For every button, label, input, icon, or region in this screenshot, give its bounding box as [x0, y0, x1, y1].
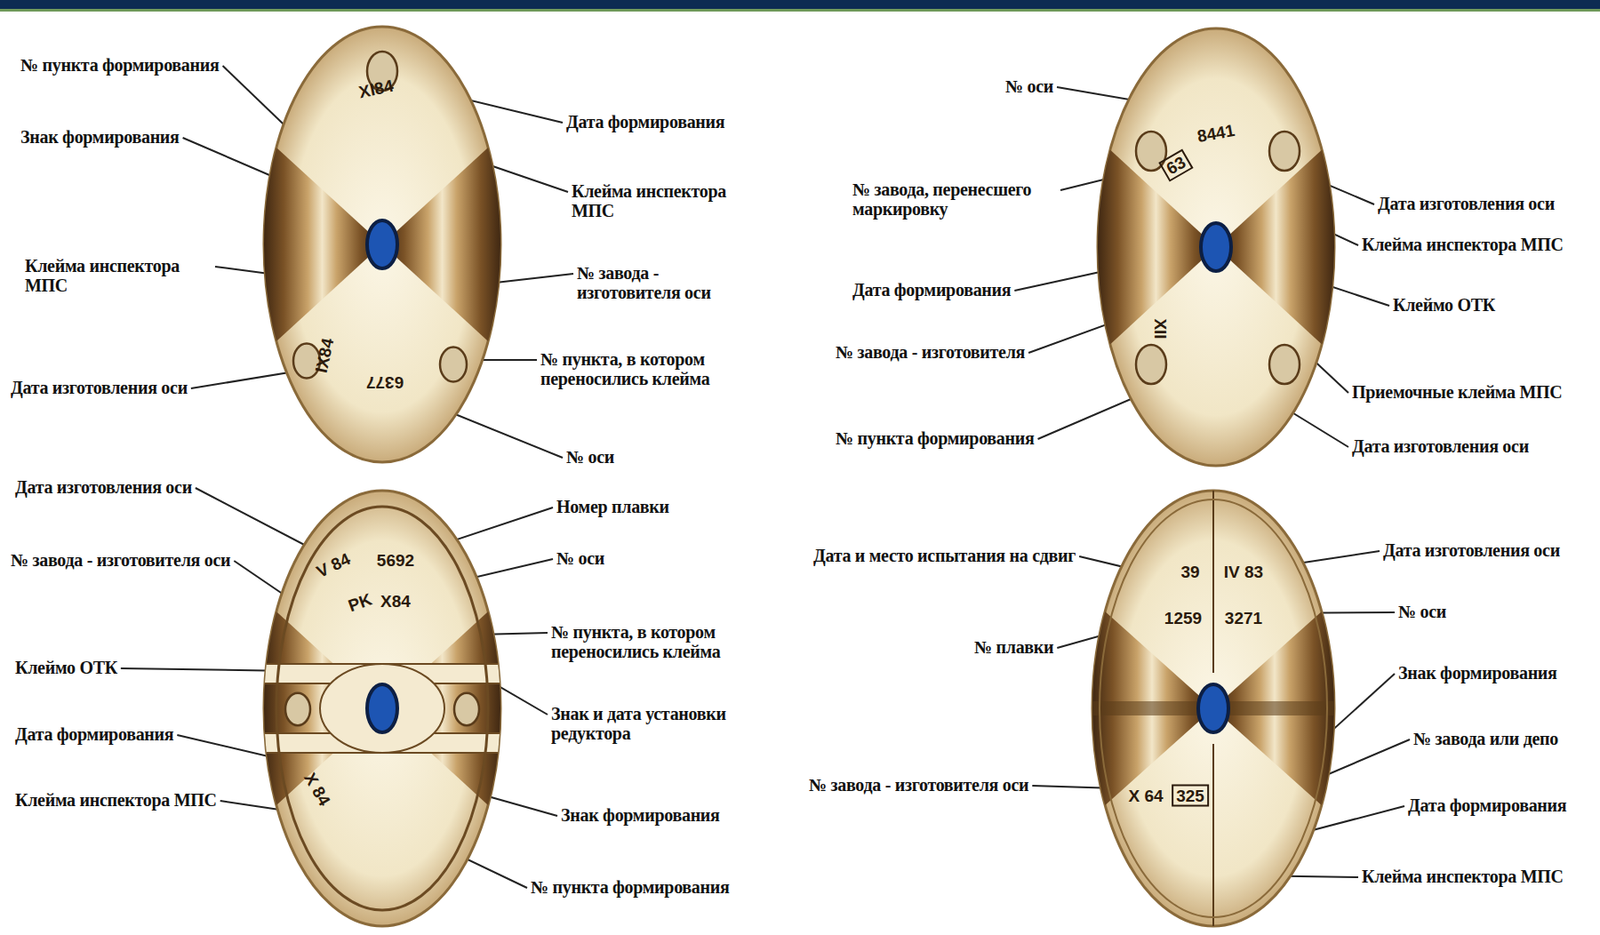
axle-end-outline: [1090, 488, 1336, 928]
callout-label: № плавки: [974, 637, 1054, 657]
stamp-mark: 325: [1171, 784, 1209, 808]
callout-label: Клейма инспектора МПС: [1361, 866, 1564, 887]
callout-label: № завода или депо: [1413, 728, 1559, 749]
shade-left: [262, 135, 383, 355]
callout-label: Дата формирования: [15, 724, 174, 744]
axle-end-outline: [1096, 26, 1336, 468]
callout-label: № пункта формирования: [530, 877, 730, 897]
callout-label: Клейма инспектора МПС: [571, 181, 759, 222]
callout-label: Знак формирования: [560, 805, 720, 825]
top-band-line: [0, 8, 1600, 12]
shade-right: [382, 135, 503, 355]
bolt-hole: [1136, 131, 1167, 171]
stamp-mark: 6377: [366, 374, 404, 392]
callout-label: Дата и место испытания на сдвиг: [813, 545, 1076, 566]
axle-end-face: XI84IX846377: [262, 24, 503, 464]
callout-label: Клейма инспектора МПС: [15, 790, 217, 810]
callout-label: № оси: [1398, 601, 1447, 622]
bolt-hole: [440, 347, 467, 383]
callout-label: Дата формирования: [566, 112, 725, 132]
shading: [262, 599, 503, 819]
callout-label: № завода, перенесшего маркировку: [852, 179, 1057, 220]
callout-label: № завода - изготовителя оси: [576, 263, 755, 304]
stamp-mark: X 64: [1128, 787, 1163, 805]
face: [264, 490, 501, 927]
callout-label: Дата формирования: [1408, 795, 1567, 816]
bolt-hole: [1136, 344, 1167, 384]
bolt-hole: [1269, 344, 1300, 384]
callout-label: № завода - изготовителя: [835, 342, 1025, 362]
callout-label: Знак и дата установки редуктора: [551, 704, 765, 744]
center-hole: [1200, 223, 1232, 272]
axle-end-face: V 845692PKX84X 84: [262, 488, 503, 928]
callout-label: № пункта формирования: [835, 428, 1035, 448]
callout-label: Дата изготовления оси: [1383, 540, 1560, 560]
callout-label: Дата изготовления оси: [1352, 436, 1529, 456]
rim-ring: [1099, 499, 1328, 918]
center-hole: [367, 684, 398, 733]
bolt-hole: [1269, 131, 1300, 171]
stamp-mark: 39: [1180, 563, 1200, 581]
center-hole: [367, 220, 398, 269]
center-hole: [1198, 684, 1229, 733]
bolt-hole: [454, 693, 480, 726]
callout-label: № оси: [566, 447, 615, 467]
callout-label: Знак формирования: [1398, 663, 1558, 683]
rim-ring: [276, 506, 488, 911]
callout-label: № оси: [556, 548, 605, 568]
callout-label: Дата изготовления оси: [10, 377, 188, 398]
shade-right: [1216, 136, 1336, 358]
callout-label: Клеймо ОТК: [15, 657, 118, 678]
shading: [262, 135, 503, 355]
stamp-mark: 5692: [376, 552, 415, 569]
callout-label: Дата формирования: [852, 280, 1011, 300]
stamp-mark: 3271: [1224, 609, 1263, 627]
hub: [320, 664, 445, 753]
callout-label: № завода - изготовителя оси: [10, 550, 231, 570]
callout-label: Дата изготовления оси: [15, 477, 192, 497]
callout-label: Номер плавки: [556, 496, 670, 517]
bolt-hole: [285, 693, 311, 726]
callout-label: № оси: [1005, 76, 1054, 96]
axle-end-face: 844163XII: [1096, 26, 1336, 468]
callout-label: № пункта, в котором переносились клейма: [540, 349, 772, 390]
stamp-mark: 1259: [1164, 609, 1202, 627]
stamp-mark: X84: [380, 592, 411, 610]
callout-label: № пункта формирования: [20, 55, 220, 75]
callout-label: Знак формирования: [20, 127, 180, 147]
top-band: [0, 0, 1600, 9]
callout-label: Дата изготовления оси: [1377, 193, 1555, 214]
callout-label: Клейма инспектора МПС: [1361, 234, 1564, 255]
callout-label: Клейма инспектора МПС: [24, 256, 212, 296]
callout-label: Приемочные клейма МПС: [1352, 382, 1562, 402]
shading: [1096, 136, 1336, 358]
stamp-mark: IV 83: [1224, 563, 1264, 581]
callout-label: Клеймо ОТК: [1392, 295, 1496, 315]
callout-label: № пункта, в котором переносились клейма: [551, 622, 765, 663]
callout-label: № завода - изготовителя оси: [808, 775, 1029, 795]
shading: [1090, 488, 1336, 928]
stamp-mark: XII: [1152, 318, 1169, 339]
divider: [1212, 488, 1215, 673]
divider: [1212, 744, 1215, 928]
axle-end-face: 39 IV 83 1259 3271 X 64 325: [1090, 488, 1336, 928]
